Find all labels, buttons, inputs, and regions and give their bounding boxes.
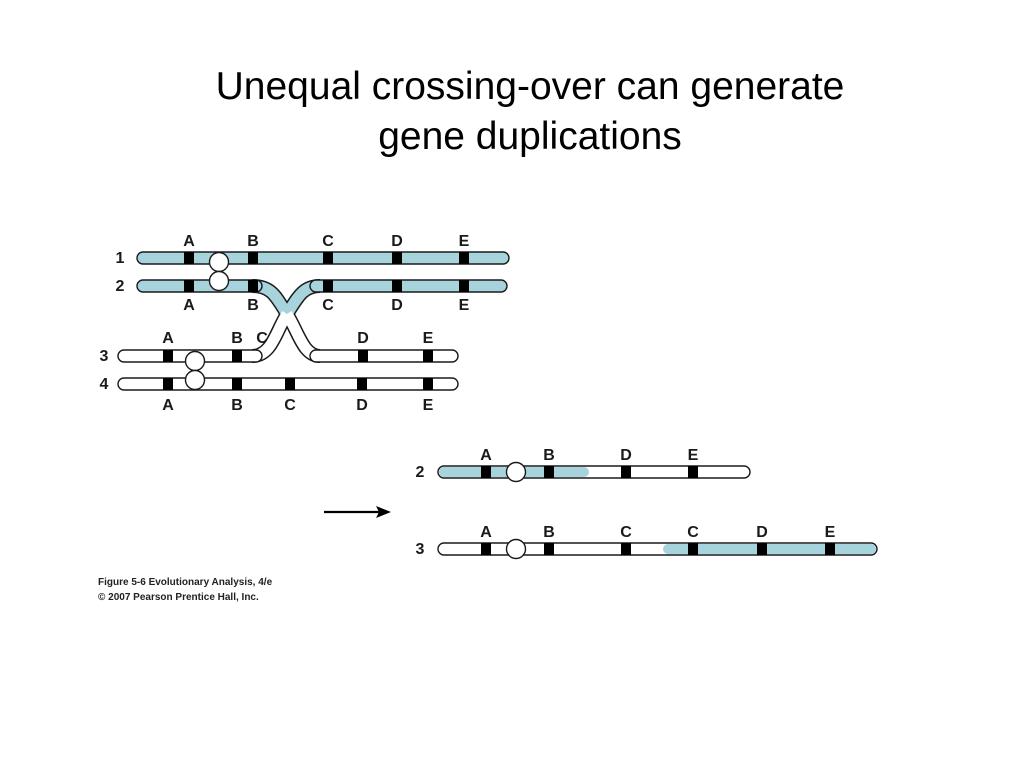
result-chr3-gene-label: D <box>756 524 768 541</box>
chr3-gene-label: B <box>231 330 243 347</box>
chr1-gene-marker <box>248 252 258 264</box>
centromere-icon <box>505 461 527 483</box>
chr1-gene-label: D <box>391 233 403 250</box>
result-chr3-gene-label: A <box>480 524 492 541</box>
chr2-gene-marker <box>248 280 258 292</box>
chr3-gene-marker <box>358 350 368 362</box>
chr1-gene-label: B <box>247 233 259 250</box>
chr1-gene-marker <box>323 252 333 264</box>
result-chr3-gene-label: B <box>543 524 555 541</box>
result-chr3-gene-marker <box>757 543 767 555</box>
result-chr2-gene-label: D <box>620 447 632 464</box>
chr4-gene-label: A <box>162 397 174 414</box>
chromosome-2-right <box>309 279 508 293</box>
chromosome-2-left <box>136 279 263 293</box>
chr4-gene-label: D <box>356 397 368 414</box>
chr4-gene-label: E <box>423 397 434 414</box>
chr1-gene-label: A <box>183 233 195 250</box>
title-line-1: Unequal crossing-over can generate <box>215 65 845 108</box>
result-chr2-gene-marker <box>621 466 631 478</box>
result-chr3-blue-segment <box>663 544 876 554</box>
result-chr3-gene-label: E <box>825 524 836 541</box>
chr3-gene-marker <box>163 350 173 362</box>
result-chr3-gene-marker <box>825 543 835 555</box>
result-chr3-gene-marker <box>621 543 631 555</box>
chr3-gene-label: C <box>256 330 268 347</box>
chr4-gene-label: B <box>231 397 243 414</box>
centromere-icon <box>208 270 230 292</box>
chr3-gene-label: D <box>357 330 369 347</box>
chr2-gene-label: D <box>391 297 403 314</box>
result-chr2-gene-label: E <box>688 447 699 464</box>
chr2-gene-label: C <box>322 297 334 314</box>
chr2-gene-marker <box>184 280 194 292</box>
chr3-gene-label: E <box>423 330 434 347</box>
chromosome-number-4: 4 <box>100 376 109 393</box>
caption-line-1: Figure 5-6 Evolutionary Analysis, 4/e <box>98 577 273 588</box>
chr2-gene-marker <box>459 280 469 292</box>
result-chr3-gene-label: C <box>687 524 699 541</box>
chr3-gene-label: A <box>162 330 174 347</box>
slide-title: Unequal crossing-over can generate gene … <box>90 62 970 162</box>
chr1-gene-marker <box>392 252 402 264</box>
chromosome-number-2: 2 <box>116 278 125 295</box>
result-chr3-gene-marker <box>544 543 554 555</box>
result-chr3-gene-marker <box>481 543 491 555</box>
result-chromosome-number-3: 3 <box>416 541 425 558</box>
result-chr2-gene-marker <box>688 466 698 478</box>
centromere-icon <box>184 350 206 372</box>
chr2-gene-label: E <box>459 297 470 314</box>
result-chr2-gene-marker <box>544 466 554 478</box>
chr4-gene-marker <box>232 378 242 390</box>
chr4-gene-marker <box>423 378 433 390</box>
centromere-icon <box>184 369 206 391</box>
result-chr3-gene-marker <box>688 543 698 555</box>
title-line-2: gene duplications <box>378 115 682 158</box>
chromosome-3-right <box>309 349 459 363</box>
right-arrow-head-icon <box>376 506 391 518</box>
figure-caption: Figure 5-6 Evolutionary Analysis, 4/e © … <box>98 575 272 605</box>
chr4-gene-label: C <box>284 397 296 414</box>
result-chr2-gene-label: B <box>543 447 555 464</box>
chr2-gene-marker <box>323 280 333 292</box>
chr4-gene-marker <box>285 378 295 390</box>
chr2-gene-marker <box>392 280 402 292</box>
chromosome-number-1: 1 <box>116 250 125 267</box>
chromosome-number-3: 3 <box>100 348 109 365</box>
chr3-gene-marker <box>232 350 242 362</box>
chr2-gene-label: B <box>247 297 259 314</box>
result-chr2-gene-marker <box>481 466 491 478</box>
chr1-gene-label: C <box>322 233 334 250</box>
centromere-icon <box>505 538 527 560</box>
result-chr2-gene-label: A <box>480 447 492 464</box>
caption-line-2: © 2007 Pearson Prentice Hall, Inc. <box>98 592 259 603</box>
chr4-gene-marker <box>163 378 173 390</box>
chr3-gene-marker <box>423 350 433 362</box>
chr4-gene-marker <box>357 378 367 390</box>
result-chr3-gene-label: C <box>620 524 632 541</box>
chr2-gene-label: A <box>183 297 195 314</box>
result-chromosome-number-2: 2 <box>416 464 425 481</box>
centromere-icon <box>208 251 230 273</box>
chr1-gene-marker <box>184 252 194 264</box>
chr1-gene-marker <box>459 252 469 264</box>
chr1-gene-label: E <box>459 233 470 250</box>
